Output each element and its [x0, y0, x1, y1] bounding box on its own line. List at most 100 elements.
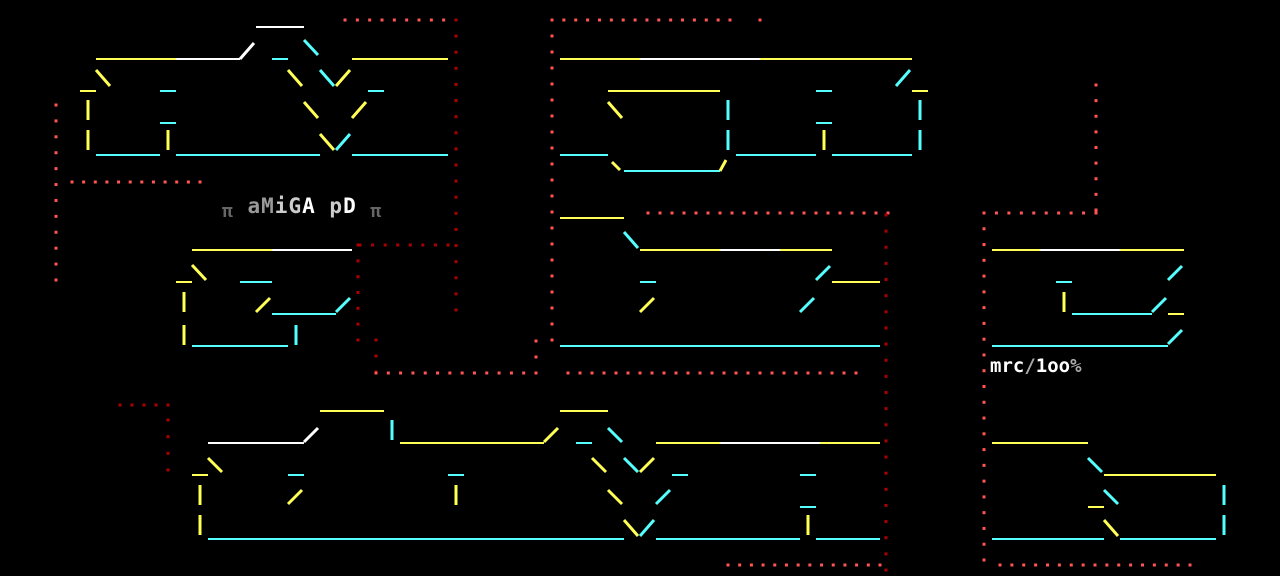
- diagonal-stroke: [254, 296, 272, 314]
- dot-trail: [374, 354, 378, 358]
- dot-trail: [1094, 130, 1098, 134]
- dot-trail: [1129, 563, 1133, 567]
- diagonal-stroke: [798, 296, 816, 314]
- dot-trail: [884, 245, 888, 249]
- dot-trail: [472, 371, 476, 375]
- dot-trail: [838, 211, 842, 215]
- title-part: p: [329, 194, 344, 218]
- dot-trail: [982, 416, 986, 420]
- dot-trail: [662, 371, 666, 375]
- dot-trail: [550, 82, 554, 86]
- dot-trail: [1044, 211, 1048, 215]
- dot-trail: [994, 211, 998, 215]
- dot-trail: [806, 371, 810, 375]
- dot-trail: [669, 18, 673, 22]
- dot-trail: [198, 180, 202, 184]
- dot-trail: [682, 211, 686, 215]
- dot-trail: [884, 503, 888, 507]
- dot-trail: [396, 243, 400, 247]
- dot-trail: [1069, 211, 1073, 215]
- dot-trail: [884, 407, 888, 411]
- dot-trail: [884, 552, 888, 556]
- dot-trail: [831, 563, 835, 567]
- dot-trail: [674, 371, 678, 375]
- dot-trail: [982, 511, 986, 515]
- dot-trail: [550, 146, 554, 150]
- dot-trail: [1094, 208, 1098, 212]
- dot-trail: [758, 18, 762, 22]
- dot-trail: [773, 563, 777, 567]
- dot-trail: [1094, 114, 1098, 118]
- diagonal-stroke: [286, 69, 304, 87]
- dot-trail: [734, 371, 738, 375]
- diagonal-stroke: [894, 69, 912, 87]
- dot-trail: [454, 99, 458, 103]
- dot-trail: [866, 563, 870, 567]
- dot-trail: [878, 563, 882, 567]
- diagonal-stroke: [622, 456, 640, 474]
- dot-trail: [746, 371, 750, 375]
- dot-trail: [429, 18, 433, 22]
- dot-trail: [399, 371, 403, 375]
- dot-trail: [982, 306, 986, 310]
- dot-trail: [706, 211, 710, 215]
- dot-trail: [646, 211, 650, 215]
- dot-trail: [417, 18, 421, 22]
- dot-trail: [154, 403, 158, 407]
- dot-trail: [982, 258, 986, 262]
- diagonal-stroke: [1102, 519, 1120, 537]
- dot-trail: [421, 243, 425, 247]
- dot-trail: [1082, 211, 1086, 215]
- dot-trail: [982, 337, 986, 341]
- dot-trail: [884, 520, 888, 524]
- dot-trail: [602, 371, 606, 375]
- dot-trail: [830, 371, 834, 375]
- dot-trail: [343, 18, 347, 22]
- dot-trail: [522, 371, 526, 375]
- dot-trail: [550, 130, 554, 134]
- dot-trail: [117, 180, 121, 184]
- dot-trail: [982, 321, 986, 325]
- dot-trail: [534, 355, 538, 359]
- dot-trail: [550, 274, 554, 278]
- diagonal-stroke: [590, 456, 608, 474]
- dot-trail: [550, 34, 554, 38]
- dot-trail: [436, 371, 440, 375]
- dot-trail: [982, 353, 986, 357]
- dot-trail: [550, 66, 554, 70]
- diagonal-stroke: [1150, 296, 1168, 314]
- dot-trail: [356, 322, 360, 326]
- dot-trail: [886, 211, 890, 215]
- dot-trail: [982, 558, 986, 562]
- diagonal-stroke: [318, 69, 336, 87]
- dot-trail: [982, 227, 986, 231]
- dot-trail: [704, 18, 708, 22]
- diagonal-stroke: [286, 488, 304, 506]
- dot-trail: [1188, 563, 1192, 567]
- dot-trail: [761, 563, 765, 567]
- dot-trail: [1093, 563, 1097, 567]
- dot-trail: [93, 180, 97, 184]
- dot-trail: [742, 211, 746, 215]
- dot-trail: [884, 213, 888, 217]
- dot-trail: [166, 435, 170, 439]
- dot-trail: [166, 403, 170, 407]
- dot-trail: [609, 18, 613, 22]
- diagonal-stroke: [1166, 264, 1184, 282]
- dot-trail: [1164, 563, 1168, 567]
- dot-trail: [884, 568, 888, 572]
- dot-trail: [550, 258, 554, 262]
- dot-trail: [54, 198, 58, 202]
- dot-trail: [1007, 211, 1011, 215]
- dot-trail: [175, 180, 179, 184]
- diagonal-stroke: [606, 488, 624, 506]
- dot-trail: [754, 211, 758, 215]
- dot-trail: [454, 131, 458, 135]
- dot-trail: [982, 542, 986, 546]
- dot-trail: [383, 243, 387, 247]
- dot-trail: [586, 18, 590, 22]
- dot-trail: [1094, 192, 1098, 196]
- dot-trail: [411, 371, 415, 375]
- diagonal-stroke: [302, 38, 320, 57]
- title-part: A: [302, 194, 316, 218]
